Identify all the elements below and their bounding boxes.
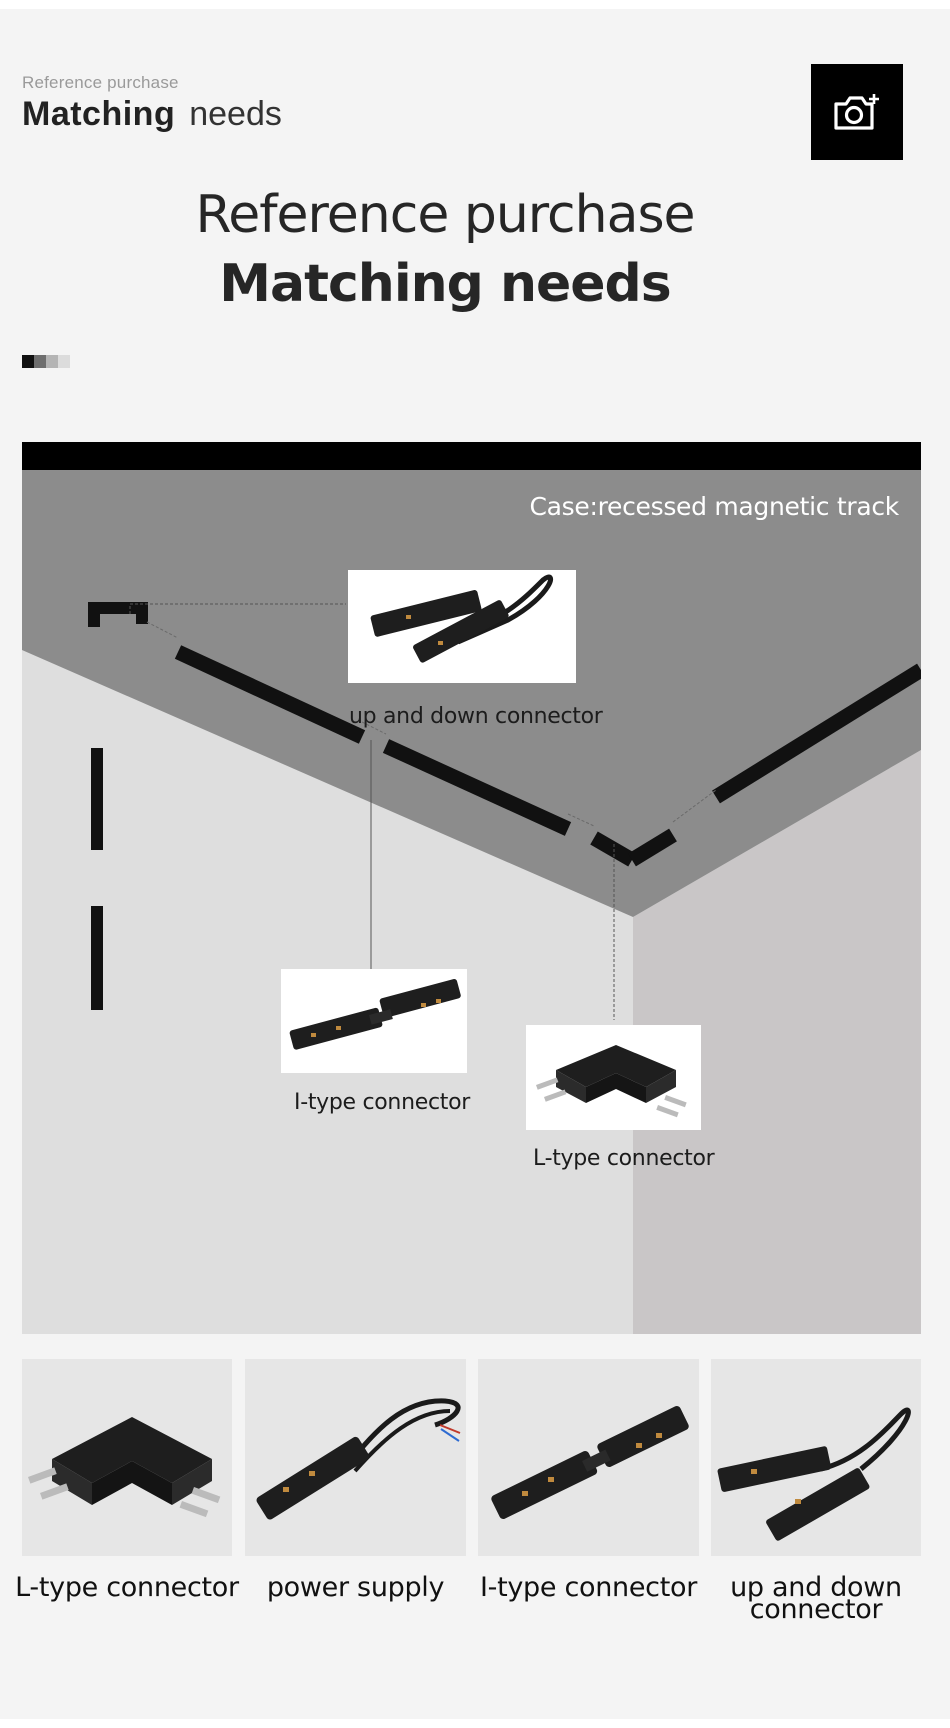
i-type-connector-icon [491,1406,689,1520]
callout-thumb-i-type [281,969,467,1073]
callout-label-i-type: I-type connector [294,1090,470,1115]
l-type-connector-icon [28,1417,221,1518]
swatch-2 [34,355,46,368]
callout-thumb-l-type [526,1025,701,1130]
camera-plus-icon [834,94,879,130]
header-kicker: Reference purchase [22,73,179,92]
page-title-line1: Reference purchase [195,185,695,245]
swatch-4 [58,355,70,368]
i-type-connector-icon [289,978,461,1050]
up-down-connector-icon [370,574,554,663]
installation-scene: Case:recessed magnetic track up and down… [22,442,921,1334]
product-label-i-type: I-type connector [479,1572,698,1603]
swatch-3 [46,355,58,368]
camera-button[interactable] [811,64,903,160]
page-title-line2: Matching needs [219,254,671,314]
product-card-power-supply[interactable] [245,1359,466,1556]
track-segments [88,602,921,1010]
product-card-up-down[interactable] [711,1359,921,1556]
product-card-i-type[interactable] [478,1359,699,1556]
callout-label-l-type: L-type connector [533,1146,715,1171]
product-label-l-type: L-type connector [15,1572,239,1603]
header-heading-light: needs [189,95,282,133]
product-label-up-down: up and down connector [730,1572,902,1625]
callout-lines [129,603,615,1020]
product-card-l-type[interactable] [22,1359,232,1556]
callout-thumb-up-down [348,570,576,683]
color-swatches [22,355,70,368]
product-label-power-supply: power supply [266,1572,445,1603]
swatch-1 [22,355,34,368]
up-down-connector-icon [717,1407,911,1541]
power-supply-icon [256,1398,461,1520]
l-type-connector-icon [536,1045,687,1118]
case-label: Case:recessed magnetic track [529,492,899,521]
header-heading-bold: Matching [22,95,176,133]
callout-label-up-down: up and down connector [349,704,603,729]
header-heading: Matching needs [22,95,282,134]
product-page: Reference purchase Matching needs Referen… [0,9,950,1719]
